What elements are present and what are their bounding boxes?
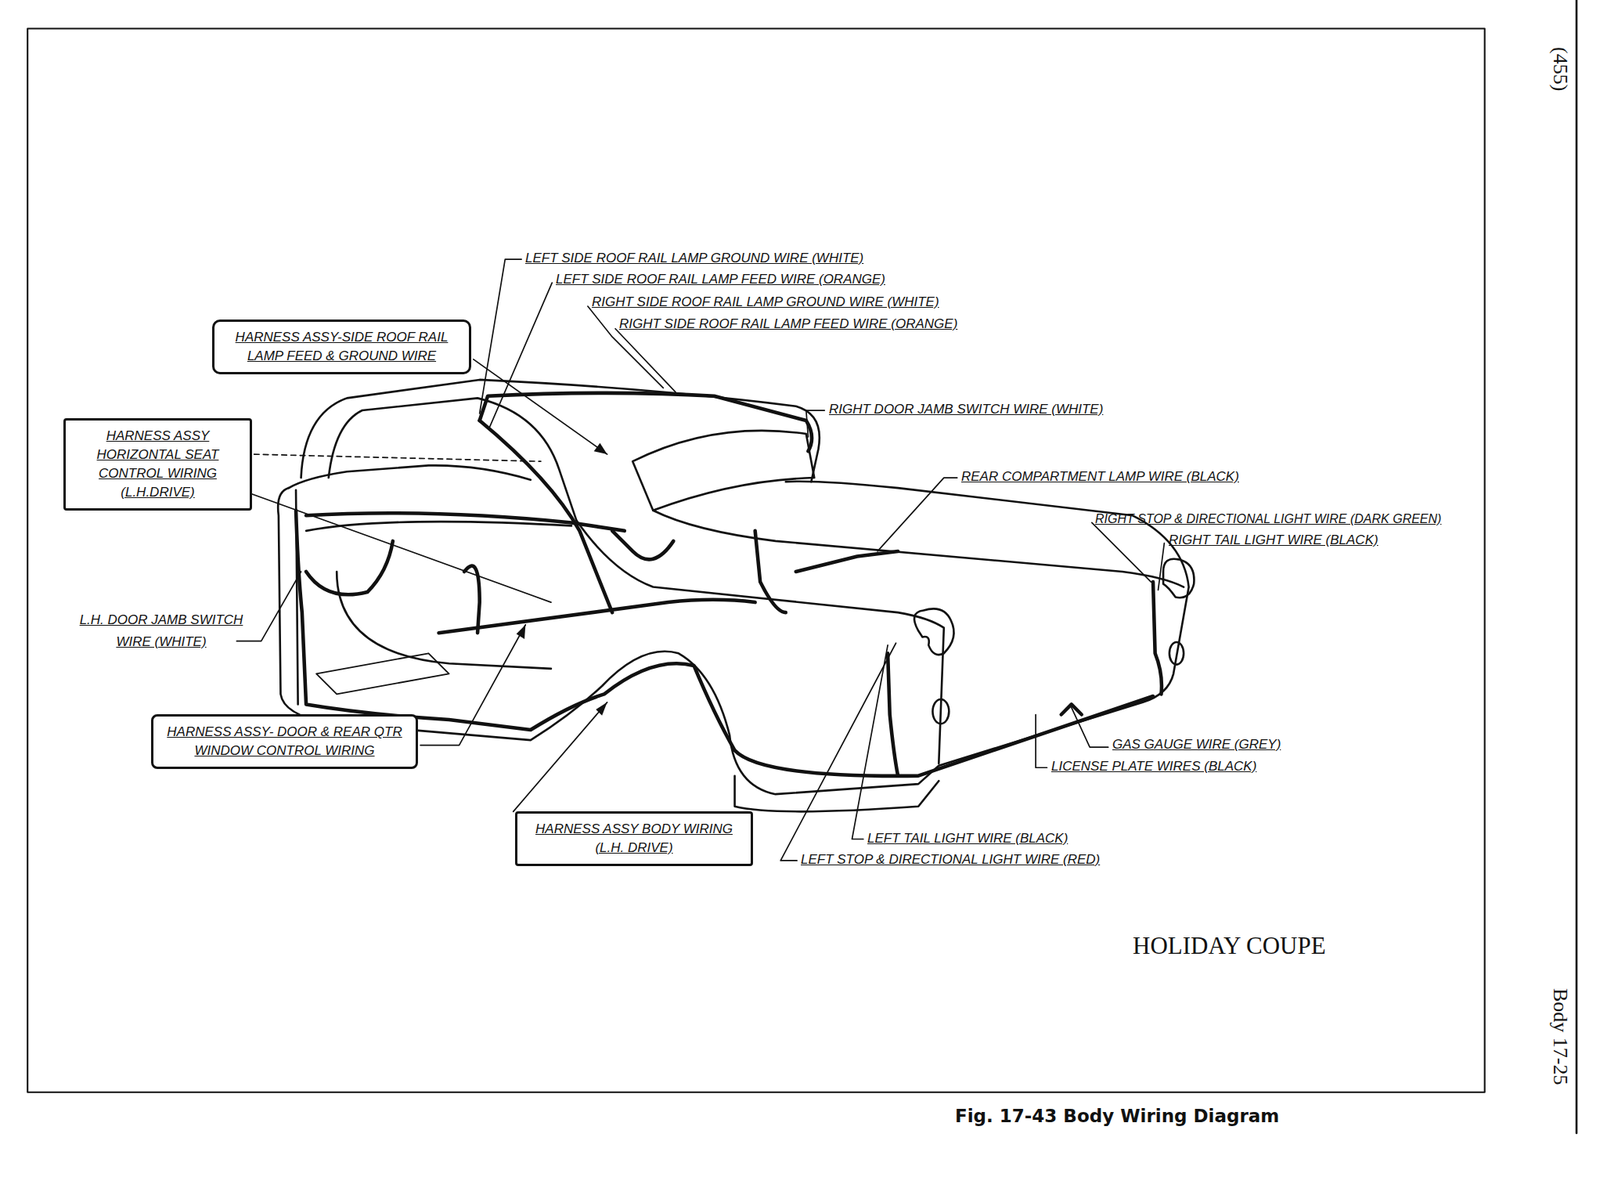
model-title: HOLIDAY COUPE: [1132, 931, 1327, 960]
wire-label: RIGHT STOP & DIRECTIONAL LIGHT WIRE (DAR…: [1095, 510, 1442, 528]
wire-label: LEFT STOP & DIRECTIONAL LIGHT WIRE (RED): [800, 850, 1100, 869]
wire-label: L.H. DOOR JAMB SWITCH WIRE (WHITE): [63, 609, 260, 653]
harness-box: HARNESS ASSY- DOOR & REAR QTR WINDOW CON…: [151, 713, 419, 769]
wire-label: RIGHT DOOR JAMB SWITCH WIRE (WHITE): [828, 400, 1103, 419]
harness-label: HARNESS ASSY BODY WIRING (L.H. DRIVE): [535, 821, 733, 855]
wire-label: REAR COMPARTMENT LAMP WIRE (BLACK): [961, 468, 1240, 486]
wire-label: RIGHT SIDE ROOF RAIL LAMP FEED WIRE (ORA…: [619, 315, 958, 333]
page-number: (455): [1548, 46, 1572, 91]
figure-caption: Fig. 17-43 Body Wiring Diagram: [954, 1105, 1280, 1126]
wire-label: LEFT SIDE ROOF RAIL LAMP FEED WIRE (ORAN…: [555, 270, 886, 289]
harness-box: HARNESS ASSY HORIZONTAL SEAT CONTROL WIR…: [63, 418, 253, 511]
wire-label: RIGHT TAIL LIGHT WIRE (BLACK): [1168, 531, 1379, 549]
harness-box: HARNESS ASSY-SIDE ROOF RAIL LAMP FEED & …: [212, 319, 472, 375]
wire-label: LEFT TAIL LIGHT WIRE (BLACK): [867, 829, 1068, 847]
wire-label: LEFT SIDE ROOF RAIL LAMP GROUND WIRE (WH…: [525, 249, 864, 267]
harness-box: HARNESS ASSY BODY WIRING (L.H. DRIVE): [515, 810, 754, 866]
harness-label: HARNESS ASSY HORIZONTAL SEAT CONTROL WIR…: [97, 428, 220, 500]
wire-label: RIGHT SIDE ROOF RAIL LAMP GROUND WIRE (W…: [591, 293, 940, 311]
harness-label: HARNESS ASSY- DOOR & REAR QTR WINDOW CON…: [166, 724, 402, 758]
harness-label: HARNESS ASSY-SIDE ROOF RAIL LAMP FEED & …: [235, 329, 449, 364]
page-number: Body 17-25: [1548, 987, 1572, 1085]
wire-label: GAS GAUGE WIRE (GREY): [1112, 735, 1281, 754]
wire-label: LICENSE PLATE WIRES (BLACK): [1051, 757, 1257, 775]
